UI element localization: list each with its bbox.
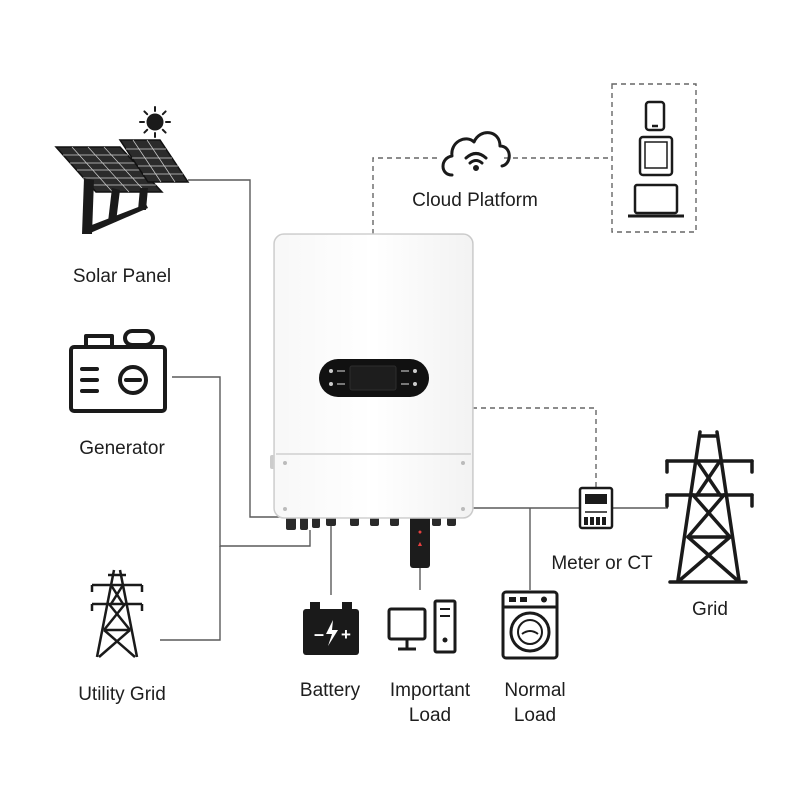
cloud-wifi-icon (441, 131, 511, 177)
generator-handle-right (123, 329, 155, 347)
meter-body (578, 486, 614, 530)
laptop-icon (633, 183, 679, 215)
label-battery: Battery (299, 680, 361, 701)
solar-panel-2 (118, 139, 190, 183)
generator-icon (69, 329, 167, 413)
solar-panel-stand (82, 178, 148, 234)
svg-text:●: ● (418, 529, 422, 536)
svg-text:▲: ▲ (417, 541, 424, 548)
label-meter: Meter or CT (551, 553, 653, 574)
label-grid: Grid (692, 599, 728, 620)
solar-panel-icon (54, 139, 190, 234)
label-normal-load-line2: Load (513, 705, 557, 726)
solar-panel-1-grid (63, 146, 156, 193)
label-normal-load-line1: Normal (504, 680, 566, 701)
washing-machine-icon (501, 590, 559, 660)
wifi-dongle (410, 514, 430, 568)
tablet-icon (638, 135, 674, 177)
transmission-tower-icon-right (665, 430, 754, 584)
generator-handle-left (84, 334, 114, 349)
solar-panel-2-grid (126, 139, 183, 183)
meter-icon (578, 486, 614, 530)
utility-grid-line (160, 546, 221, 641)
meter-dashed-line (472, 407, 597, 487)
sun-core (146, 113, 164, 131)
devices-group (628, 100, 684, 218)
smartphone-icon (644, 100, 666, 132)
battery-icon: – + (303, 602, 359, 655)
sun-rays (139, 106, 171, 138)
washer-door (509, 611, 551, 653)
cloud-outline (441, 131, 511, 177)
label-important-load-line2: Load (408, 705, 452, 726)
transmission-tower-icon-left (90, 569, 144, 658)
computer-icon (387, 599, 457, 654)
computer-monitor (387, 607, 427, 641)
label-cloud-platform: Cloud Platform (412, 190, 538, 211)
label-generator: Generator (79, 438, 165, 459)
svg-text:+: + (341, 625, 351, 644)
cloud-dashed-line (372, 157, 440, 234)
devices-dashed-box (611, 83, 697, 233)
sun-icon (139, 106, 171, 138)
solar-line (188, 179, 292, 518)
generator-body (69, 345, 167, 413)
label-important-load-line1: Important (389, 680, 471, 701)
label-utility-grid: Utility Grid (78, 684, 166, 705)
inverter-screen (349, 365, 397, 391)
svg-text:–: – (314, 624, 324, 644)
label-solar-panel: Solar Panel (72, 266, 172, 287)
generator-dial (118, 365, 148, 395)
communication-lines (372, 83, 697, 487)
connection-lines (160, 179, 668, 641)
wifi-arc-inner (468, 159, 484, 165)
wifi-arc-outer (464, 152, 488, 160)
washer-body (501, 590, 559, 660)
hybrid-inverter: ● ▲ (270, 233, 474, 568)
computer-tower (433, 599, 457, 654)
